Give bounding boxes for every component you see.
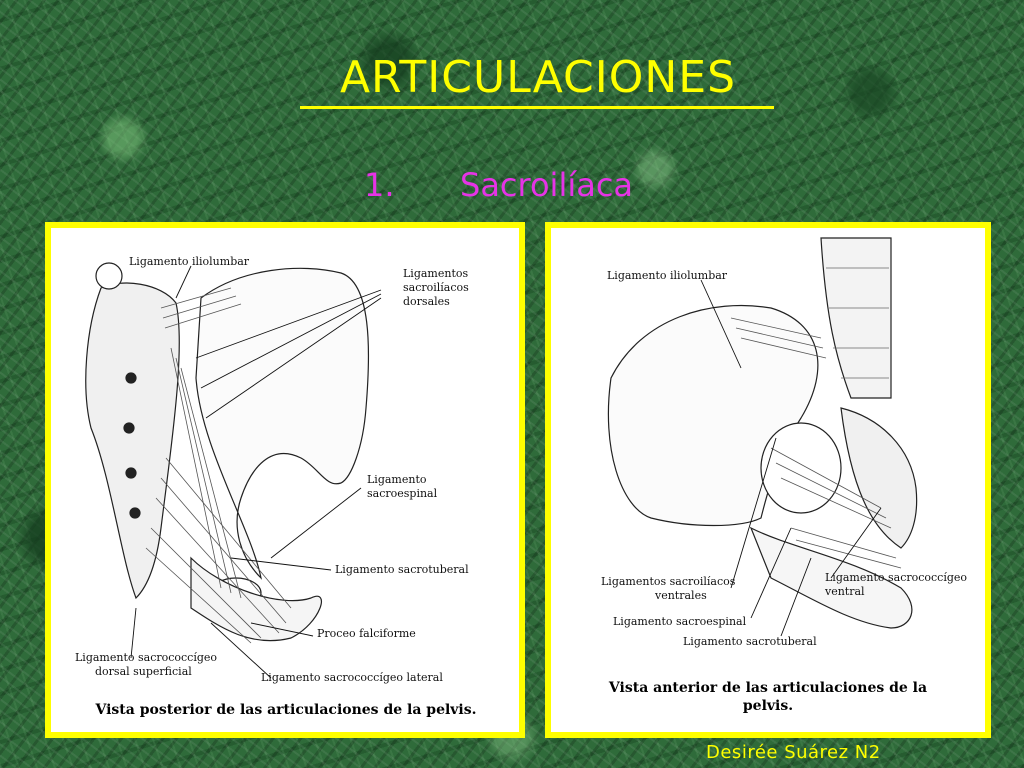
label-falciforme: Proceo falciforme (317, 627, 416, 640)
sacral-foramen (129, 507, 141, 519)
anterior-view-figure: Ligamento iliolumbar Ligamentos sacroilí… (545, 222, 991, 738)
label-sacrococcigeo-dorsal-1: Ligamento sacrococcígeo (75, 651, 218, 664)
posterior-pelvis-illustration (85, 262, 382, 679)
posterior-view-figure: Ligamento iliolumbar Ligamentos sacroilí… (45, 222, 525, 738)
label-sacroiliacos-dorsales-1: Ligamentos (403, 267, 469, 280)
slide-title: ARTICULACIONES (339, 52, 737, 103)
ilium-bone (195, 267, 370, 580)
label-sacroespinal-1: Ligamento (367, 473, 427, 486)
label-sacrococcigeo-dorsal-2: dorsal superficial (95, 665, 192, 678)
label-sacrococcigeo-lateral: Ligamento sacrococcígeo lateral (261, 671, 443, 684)
lumbar-vertebrae (820, 237, 892, 399)
label-sacrococcigeo-ventral-1: Ligamento sacrococcígeo (825, 571, 968, 584)
obturator-foramen (760, 422, 842, 514)
label-sacroiliacos-dorsales-3: dorsales (403, 295, 450, 308)
ischial-tuberosity (190, 556, 322, 642)
vertebra-l5 (95, 262, 123, 290)
leader-lines (130, 265, 382, 679)
posterior-view-caption: Vista posterior de las articulaciones de… (95, 702, 477, 718)
sacral-foramen (125, 467, 137, 479)
anterior-view-caption-line2: pelvis. (742, 698, 794, 714)
anterior-view-caption-line1: Vista anterior de las articulaciones de … (608, 680, 928, 696)
sacrum-bone (85, 282, 180, 600)
label-iliolumbar: Ligamento iliolumbar (607, 269, 728, 282)
sacral-foramen (125, 372, 137, 384)
label-sacroespinal: Ligamento sacroespinal (613, 615, 747, 628)
sacral-foramen (123, 422, 135, 434)
subtitle-text: Sacroilíaca (460, 166, 634, 204)
label-sacroespinal-2: sacroespinal (367, 487, 438, 500)
ligament-fibers (145, 287, 292, 644)
label-sacrotuberal: Ligamento sacrotuberal (335, 563, 469, 576)
vertebra-lines (826, 267, 889, 379)
title-underline (300, 106, 774, 109)
author-credit: Desirée Suárez N2 (706, 742, 881, 763)
label-sacroiliacos-ventrales-1: Ligamentos sacroilíacos (601, 575, 736, 588)
label-sacroiliacos-dorsales-2: sacroilíacos (403, 281, 469, 294)
label-iliolumbar: Ligamento iliolumbar (129, 255, 250, 268)
label-sacrotuberal: Ligamento sacrotuberal (683, 635, 817, 648)
subtitle-number: 1. (364, 166, 395, 204)
label-sacroiliacos-ventrales-2: ventrales (655, 589, 707, 602)
anterior-pelvis-illustration (607, 237, 918, 637)
sacrum-bone (840, 407, 918, 549)
leader-lines (700, 279, 882, 637)
label-sacrococcigeo-ventral-2: ventral (825, 585, 865, 598)
